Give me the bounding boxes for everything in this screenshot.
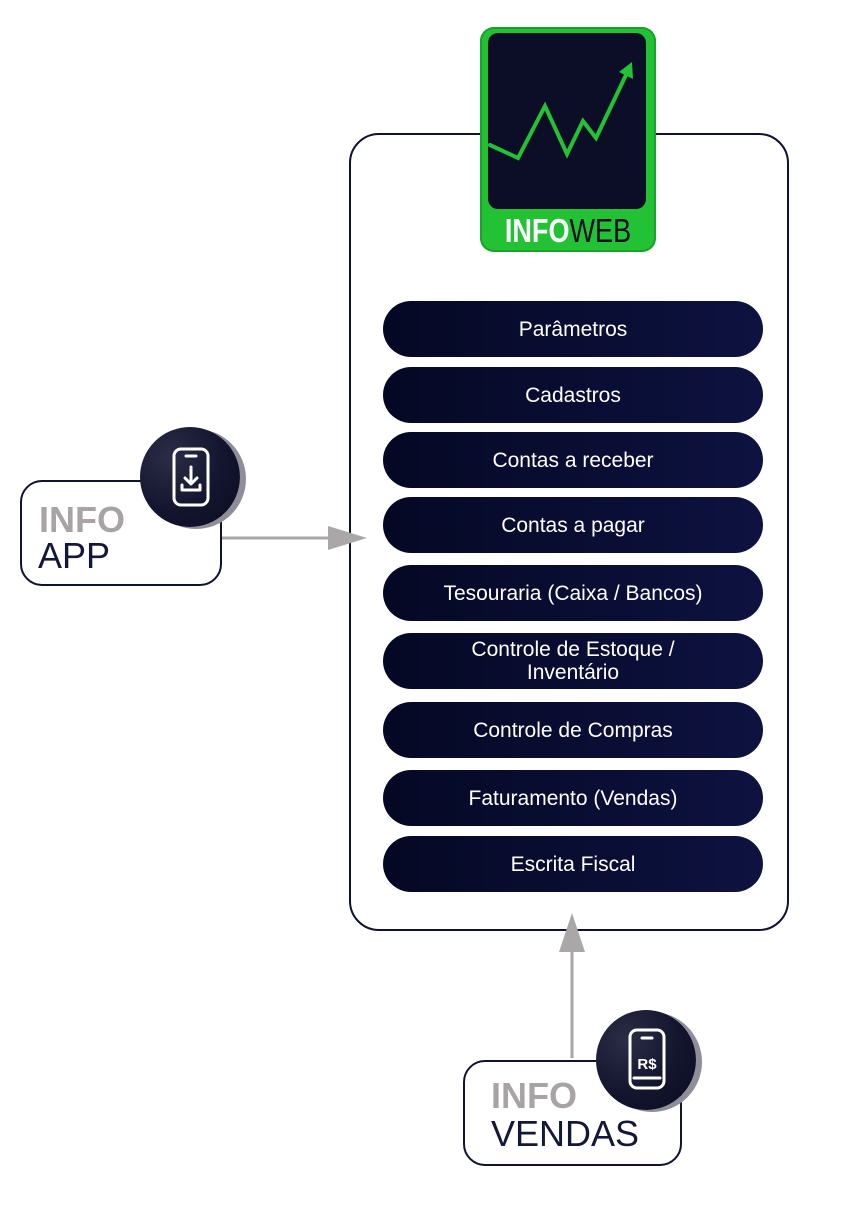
module-label: Faturamento (Vendas) (468, 786, 678, 810)
module-label: Contas a receber (492, 448, 654, 472)
module-faturamento[interactable]: Faturamento (Vendas) (383, 770, 763, 826)
info-app-icon-circle (140, 427, 240, 527)
module-contas-receber[interactable]: Contas a receber (383, 432, 763, 488)
trend-up-icon (488, 62, 633, 161)
arrow-vendas-head (559, 913, 585, 952)
module-label: Contas a pagar (501, 513, 645, 537)
logo-wordmark: INFOWEB (496, 212, 640, 250)
logo-word-light: WEB (569, 212, 632, 249)
phone-currency-icon: R$ (628, 1028, 666, 1090)
module-label: Escrita Fiscal (510, 852, 636, 876)
module-escrita-fiscal[interactable]: Escrita Fiscal (383, 836, 763, 892)
module-contas-pagar[interactable]: Contas a pagar (383, 497, 763, 553)
phone-download-icon (172, 447, 210, 507)
module-parametros[interactable]: Parâmetros (383, 301, 763, 357)
module-tesouraria[interactable]: Tesouraria (Caixa / Bancos) (383, 565, 763, 621)
logo-word-bold: INFO (504, 212, 570, 249)
module-controle-estoque[interactable]: Controle de Estoque / Inventário (383, 633, 763, 689)
info-vendas-label-bottom: VENDAS (491, 1113, 640, 1154)
module-label: Controle de Estoque / Inventário (471, 638, 675, 684)
infoweb-logo: INFOWEB (480, 27, 656, 252)
module-label: Parâmetros (518, 317, 628, 341)
info-app-label-top: INFO (39, 499, 125, 540)
currency-symbol: R$ (637, 1056, 657, 1073)
module-controle-compras[interactable]: Controle de Compras (383, 702, 763, 758)
info-vendas-icon-circle: R$ (596, 1010, 696, 1110)
arrow-app-head (328, 526, 367, 550)
module-cadastros[interactable]: Cadastros (383, 367, 763, 423)
module-label: Tesouraria (Caixa / Bancos) (443, 581, 703, 605)
logo-screen (488, 33, 646, 209)
module-label: Controle de Compras (473, 718, 673, 742)
info-app-label-bottom: APP (38, 535, 111, 576)
module-label: Cadastros (525, 383, 621, 407)
info-vendas-label-top: INFO (491, 1075, 577, 1116)
